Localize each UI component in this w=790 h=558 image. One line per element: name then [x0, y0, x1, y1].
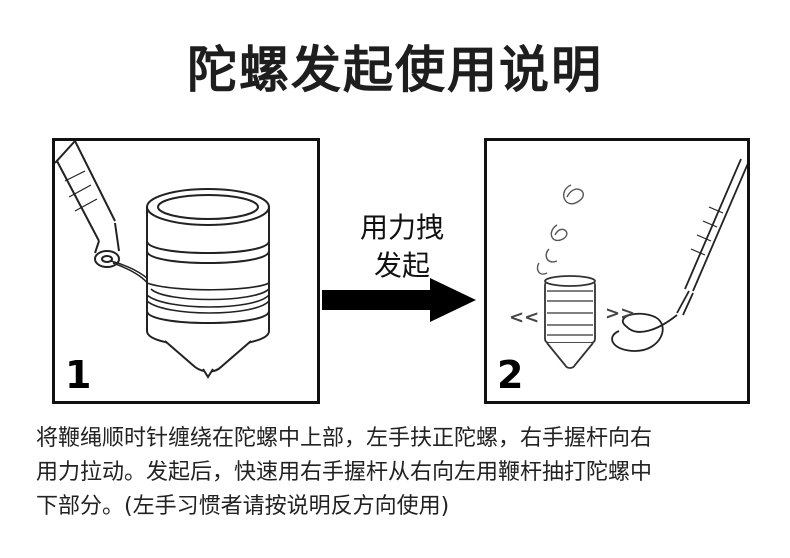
page-title: 陀螺发起使用说明: [187, 41, 603, 99]
step-number: 1: [65, 353, 92, 397]
instruction-line: 下部分。(左手习惯者请按说明反方向使用): [36, 494, 450, 519]
step-number: 2: [497, 353, 524, 397]
spin-mark-right: >>: [605, 303, 635, 324]
top-wrapped-illustration: [55, 141, 270, 379]
spinning-top-illustration: << >>: [509, 158, 747, 369]
spin-mark-left: <<: [509, 307, 539, 328]
right-arrow-icon: [322, 278, 476, 322]
instructions: 将鞭绳顺时针缠绕在陀螺中上部，左手扶正陀螺，右手握杆向右 用力拉动。发起后，快速…: [36, 422, 776, 524]
step-1-panel: 1: [52, 138, 320, 404]
instruction-line: 用力拉动。发起后，快速用右手握杆从右向左用鞭杆抽打陀螺中: [36, 460, 653, 485]
instruction-line: 将鞭绳顺时针缠绕在陀螺中上部，左手扶正陀螺，右手握杆向右: [36, 426, 653, 451]
step-2-panel: << >> 2: [484, 138, 750, 404]
arrow-label-line1: 用力拽: [359, 211, 444, 244]
arrow-label-line2: 发起: [373, 249, 430, 282]
